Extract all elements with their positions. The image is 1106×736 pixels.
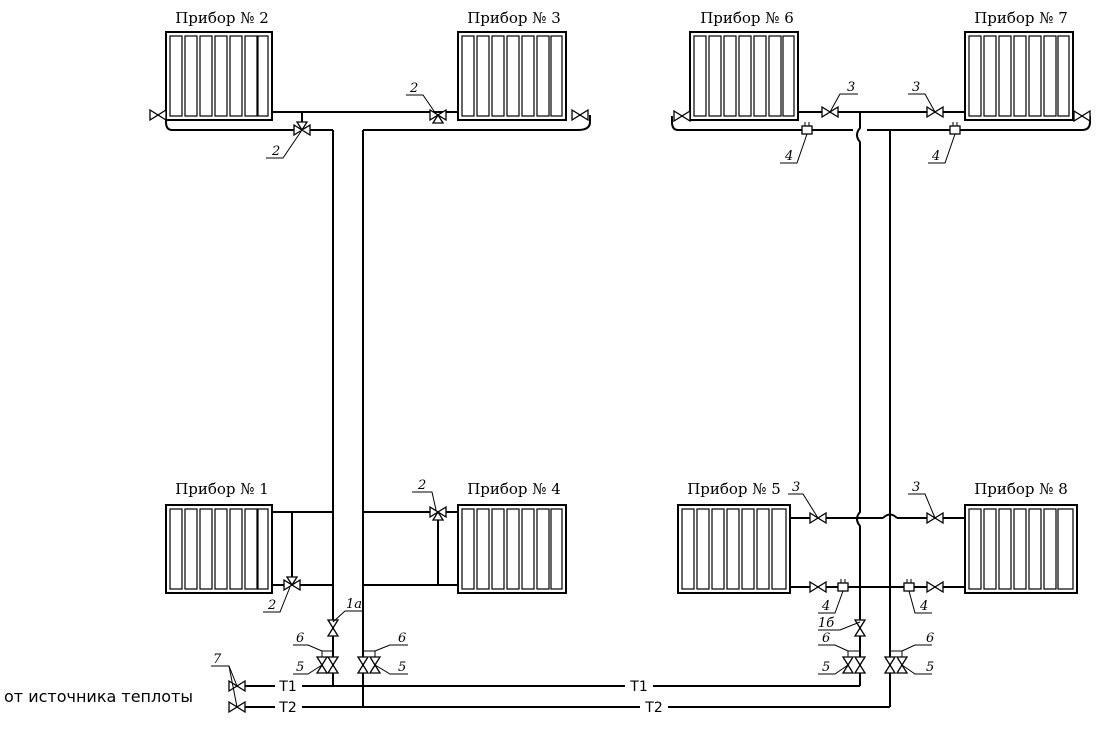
- ref-4-rad6: 4: [784, 149, 793, 164]
- radiator-4-title: Прибор № 4: [467, 480, 561, 498]
- ref-5-left-supply: 5: [296, 660, 304, 675]
- ref-6-right-supply: 6: [822, 631, 830, 646]
- ref-1a: 1а: [346, 597, 362, 612]
- ref-3-rad6: 3: [847, 80, 855, 95]
- radiator-2-title: Прибор № 2: [175, 9, 269, 27]
- riser-valve-icons: [315, 619, 909, 674]
- radiator-5: [677, 504, 791, 594]
- ref-1b: 1б: [818, 616, 834, 631]
- ref-2-rad2: 2: [271, 144, 280, 159]
- ref-3-rad8: 3: [912, 480, 920, 495]
- radiator-7: [964, 31, 1074, 121]
- reference-leaders: [211, 93, 956, 708]
- three-way-valve-icons: [283, 108, 447, 592]
- ref-4-rad8: 4: [919, 599, 928, 614]
- radiator-6-title: Прибор № 6: [700, 9, 794, 27]
- ref-7-source: 7: [213, 652, 222, 667]
- ref-2-rad4: 2: [417, 478, 426, 493]
- radiator-1-title: Прибор № 1: [175, 480, 269, 498]
- right-system-pipes: [671, 111, 1091, 707]
- air-vent-icons: [149, 108, 1091, 123]
- ref-5-right-return: 5: [926, 660, 934, 675]
- radiator-6: [689, 31, 799, 121]
- ref-4-rad5: 4: [821, 599, 830, 614]
- radiator-8: [964, 504, 1078, 594]
- ref-5-left-return: 5: [398, 660, 406, 675]
- label-t2-mid: T2: [644, 700, 662, 716]
- radiator-2: [165, 31, 273, 121]
- ref-6-right-return: 6: [926, 631, 934, 646]
- label-t1-mid: T1: [629, 679, 647, 695]
- ref-3-rad7: 3: [912, 80, 920, 95]
- ref-6-left-supply: 6: [296, 631, 304, 646]
- label-t1-left: T1: [278, 679, 296, 695]
- radiator-8-title: Прибор № 8: [974, 480, 1068, 498]
- radiator-4: [457, 504, 567, 594]
- ref-2-rad1: 2: [267, 598, 276, 613]
- ref-4-rad7: 4: [931, 149, 940, 164]
- straight-valve-icons: [809, 105, 944, 594]
- radiator-1: [165, 504, 273, 594]
- left-system-pipes: [165, 111, 591, 707]
- radiator-7-title: Прибор № 7: [974, 9, 1068, 27]
- main-pipes: [245, 685, 890, 708]
- radiator-3-title: Прибор № 3: [467, 9, 561, 27]
- source-label: от источника теплоты: [4, 687, 193, 706]
- ref-2-rad3: 2: [409, 81, 418, 96]
- label-t2-left: T2: [278, 700, 296, 716]
- ref-3-rad5: 3: [792, 480, 800, 495]
- ref-6-left-return: 6: [398, 631, 406, 646]
- radiator-3: [457, 31, 567, 121]
- radiator-5-title: Прибор № 5: [687, 480, 781, 498]
- balancing-valve-icons: [801, 122, 961, 592]
- ref-5-right-supply: 5: [822, 660, 830, 675]
